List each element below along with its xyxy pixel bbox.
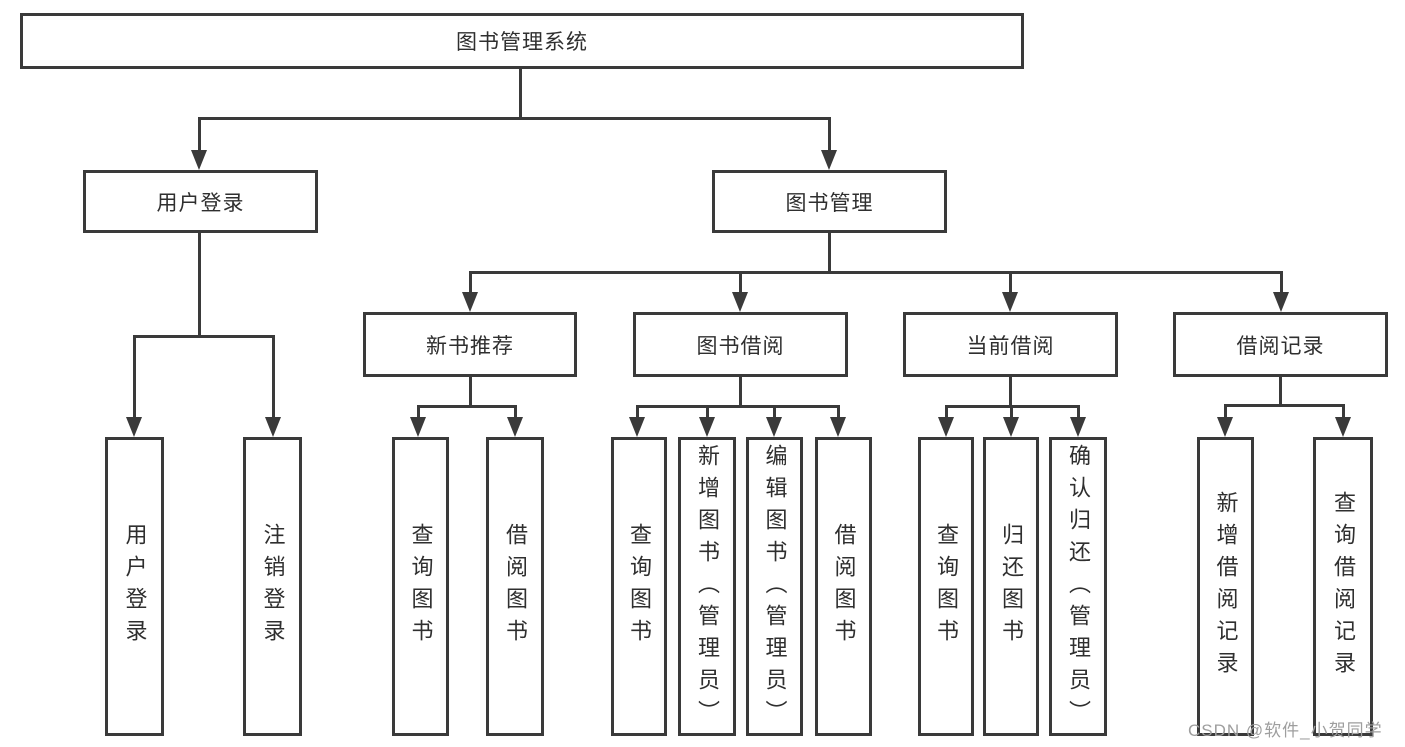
arrow-down-icon	[265, 417, 281, 437]
connector-line	[1279, 377, 1282, 406]
leaf-confirm-return-admin: 确认归还（管理员）	[1049, 437, 1107, 736]
connector-line	[739, 272, 742, 293]
connector-line	[828, 118, 831, 151]
arrow-down-icon	[1335, 417, 1351, 437]
leaf-query-books-current: 查询图书	[918, 437, 974, 736]
connector-line	[636, 405, 840, 408]
arrow-down-icon	[821, 150, 837, 170]
arrow-down-icon	[126, 417, 142, 437]
arrow-down-icon	[410, 417, 426, 437]
leaf-add-book-admin: 新增图书（管理员）	[678, 437, 736, 736]
connector-line	[1342, 405, 1345, 418]
connector-line	[469, 377, 472, 407]
leaf-add-borrow-record: 新增借阅记录	[1197, 437, 1254, 736]
leaf-query-borrow-record: 查询借阅记录	[1313, 437, 1373, 736]
arrow-down-icon	[462, 292, 478, 312]
csdn-watermark: CSDN @软件_小贺同学	[1188, 721, 1383, 740]
arrow-down-icon	[629, 417, 645, 437]
connector-line	[636, 406, 639, 418]
leaf-borrow-books: 借阅图书	[815, 437, 872, 736]
connector-line	[828, 233, 831, 273]
connector-line	[1280, 272, 1283, 293]
connector-line	[417, 406, 420, 418]
node-book-management: 图书管理	[712, 170, 947, 233]
leaf-borrow-books-recommend: 借阅图书	[486, 437, 544, 736]
leaf-query-books-recommend: 查询图书	[392, 437, 449, 736]
arrow-down-icon	[830, 417, 846, 437]
connector-line	[706, 406, 709, 418]
arrow-down-icon	[1273, 292, 1289, 312]
connector-line	[519, 69, 522, 118]
leaf-return-book: 归还图书	[983, 437, 1039, 736]
leaf-logout: 注销登录	[243, 437, 302, 736]
connector-line	[773, 406, 776, 418]
connector-line	[1077, 406, 1080, 418]
connector-line	[1009, 272, 1012, 293]
connector-line	[272, 336, 275, 418]
connector-line	[514, 406, 517, 418]
connector-line	[1224, 405, 1227, 418]
connector-line	[945, 406, 948, 418]
arrow-down-icon	[1070, 417, 1086, 437]
arrow-down-icon	[938, 417, 954, 437]
arrow-down-icon	[1217, 417, 1233, 437]
node-borrow-records: 借阅记录	[1173, 312, 1388, 377]
arrow-down-icon	[1002, 292, 1018, 312]
node-new-book-recommend: 新书推荐	[363, 312, 577, 377]
arrow-down-icon	[191, 150, 207, 170]
connector-line	[198, 117, 831, 120]
leaf-edit-book-admin: 编辑图书（管理员）	[746, 437, 803, 736]
arrow-down-icon	[699, 417, 715, 437]
connector-line	[198, 118, 201, 151]
node-user-login: 用户登录	[83, 170, 318, 233]
connector-line	[198, 233, 201, 336]
connector-line	[133, 336, 136, 418]
arrow-down-icon	[732, 292, 748, 312]
leaf-user-login: 用户登录	[105, 437, 164, 736]
connector-line	[837, 406, 840, 418]
connector-line	[417, 405, 517, 408]
connector-line	[739, 377, 742, 407]
node-book-borrow: 图书借阅	[633, 312, 848, 377]
connector-line	[133, 335, 275, 338]
leaf-query-books-borrow: 查询图书	[611, 437, 667, 736]
connector-line	[1010, 406, 1013, 418]
node-root-library-system: 图书管理系统	[20, 13, 1024, 69]
node-current-borrow: 当前借阅	[903, 312, 1118, 377]
arrow-down-icon	[1003, 417, 1019, 437]
connector-line	[1009, 377, 1012, 407]
arrow-down-icon	[766, 417, 782, 437]
connector-line	[469, 271, 1283, 274]
connector-line	[1224, 404, 1345, 407]
connector-line	[469, 272, 472, 293]
arrow-down-icon	[507, 417, 523, 437]
